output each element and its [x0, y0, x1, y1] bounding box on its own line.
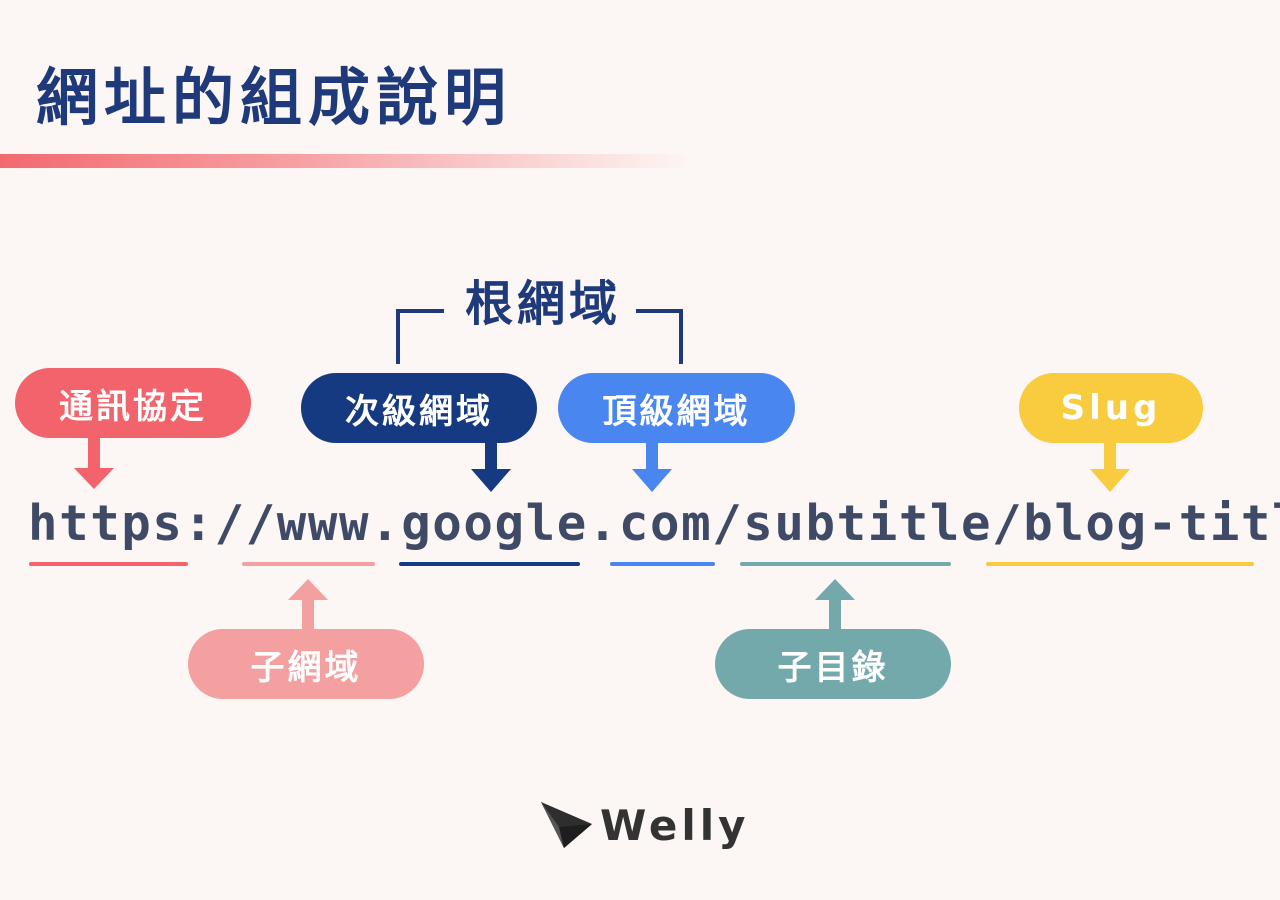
second-level-domain-arrow-icon	[471, 443, 511, 492]
paper-plane-icon	[541, 802, 592, 848]
second-level-domain-label: 次級網域	[301, 373, 537, 443]
slug-arrow-icon	[1090, 443, 1130, 492]
second-level-domain-underline	[399, 562, 580, 566]
slug-label: Slug	[1019, 373, 1203, 443]
subdirectory-arrow-icon	[815, 579, 855, 630]
subdirectory-label: 子目錄	[715, 629, 951, 699]
slug-underline	[986, 562, 1254, 566]
subdomain-arrow-icon	[288, 579, 328, 630]
title-underline	[0, 154, 690, 168]
top-level-domain-label: 頂級網域	[558, 373, 795, 443]
welly-logo: Welly	[538, 796, 748, 856]
top-level-domain-underline	[610, 562, 715, 566]
subdomain-label: 子網域	[188, 629, 424, 699]
protocol-arrow-icon	[74, 438, 114, 489]
url-example: https://www.google.com/subtitle/blog-tit…	[28, 495, 1280, 552]
protocol-label: 通訊協定	[15, 368, 251, 438]
root-domain-label: 根網域	[464, 276, 621, 332]
logo-text: Welly	[600, 801, 750, 850]
page-title: 網址的組成說明	[36, 61, 513, 134]
top-level-domain-arrow-icon	[632, 443, 672, 492]
protocol-underline	[29, 562, 188, 566]
subdomain-underline	[242, 562, 375, 566]
subdirectory-underline	[740, 562, 951, 566]
